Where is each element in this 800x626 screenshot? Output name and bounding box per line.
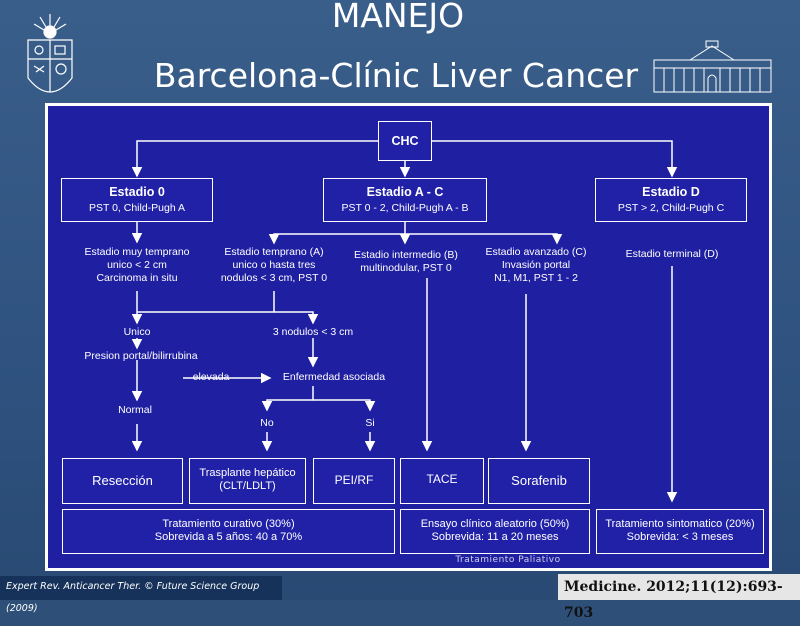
- stage-a-c-title: Estadio A - C: [366, 185, 444, 199]
- trial-outcome-box: Ensayo clínico aleatorio (50%) Sobrevida…: [400, 509, 590, 554]
- university-crest-logo: [22, 12, 78, 110]
- curative-outcome-box: Tratamiento curativo (30%) Sobrevida a 5…: [62, 509, 395, 554]
- stage-a-c-box: Estadio A - C PST 0 - 2, Child-Pugh A - …: [323, 178, 487, 222]
- portal-pressure-label: Presion portal/bilirrubina: [84, 350, 198, 362]
- stage-d-criteria: PST > 2, Child-Pugh C: [617, 202, 725, 214]
- three-nodules-label: 3 nodulos < 3 cm: [272, 326, 354, 338]
- normal-label: Normal: [118, 404, 152, 416]
- elevated-label: elevada: [192, 371, 230, 383]
- sorafenib-label: Sorafenib: [511, 473, 567, 488]
- sorafenib-box: Sorafenib: [488, 458, 590, 504]
- resection-box: Resección: [62, 458, 183, 504]
- si-label: Si: [365, 417, 375, 429]
- bclc-diagram-frame: CHC Estadio 0 PST 0, Child-Pugh A Estadi…: [45, 103, 772, 571]
- stage-0-criteria: PST 0, Child-Pugh A: [88, 202, 186, 214]
- very-early-stage-text: Estadio muy temprano unico < 2 cm Carcin…: [84, 246, 190, 284]
- symptomatic-outcome-box: Tratamiento sintomatico (20%) Sobrevida:…: [596, 509, 764, 554]
- unico-label: Unico: [123, 326, 151, 338]
- source-citation-right: Medicine. 2012;11(12):693-703: [558, 574, 800, 621]
- flow-connectors: [131, 140, 678, 503]
- stage-a-c-criteria: PST 0 - 2, Child-Pugh A - B: [341, 202, 469, 214]
- stage-d-box: Estadio D PST > 2, Child-Pugh C: [595, 178, 747, 222]
- slide-subtitle: Barcelona-Clínic Liver Cancer: [153, 56, 639, 95]
- transplant-box: Trasplante hepático (CLT/LDLT): [189, 458, 306, 504]
- stage-0-title: Estadio 0: [109, 185, 165, 199]
- bclc-diagram: CHC Estadio 0 PST 0, Child-Pugh A Estadi…: [48, 106, 769, 568]
- intermediate-stage-text: Estadio intermedio (B) multinodular, PST…: [354, 249, 458, 274]
- building-logo: [650, 40, 775, 95]
- pei-rf-box: PEI/RF: [313, 458, 395, 504]
- tace-box: TACE: [400, 458, 484, 504]
- source-citation-left: Expert Rev. Anticancer Ther. © Future Sc…: [0, 576, 282, 614]
- chc-root-node: CHC: [378, 121, 432, 161]
- no-label: No: [260, 417, 274, 429]
- slide-title: MANEJO: [331, 0, 465, 35]
- stage-0-box: Estadio 0 PST 0, Child-Pugh A: [61, 178, 213, 222]
- resection-label: Resección: [92, 473, 153, 488]
- terminal-stage-text: Estadio terminal (D): [625, 248, 719, 260]
- early-stage-text: Estadio temprano (A) unico o hasta tres …: [220, 246, 328, 284]
- associated-disease-label: Enfermedad asociada: [282, 371, 386, 383]
- palliative-caption: Tratamiento Paliativo: [455, 555, 561, 565]
- advanced-stage-text: Estadio avanzado (C) Invasión portal N1,…: [485, 246, 587, 284]
- stage-d-title: Estadio D: [642, 185, 700, 199]
